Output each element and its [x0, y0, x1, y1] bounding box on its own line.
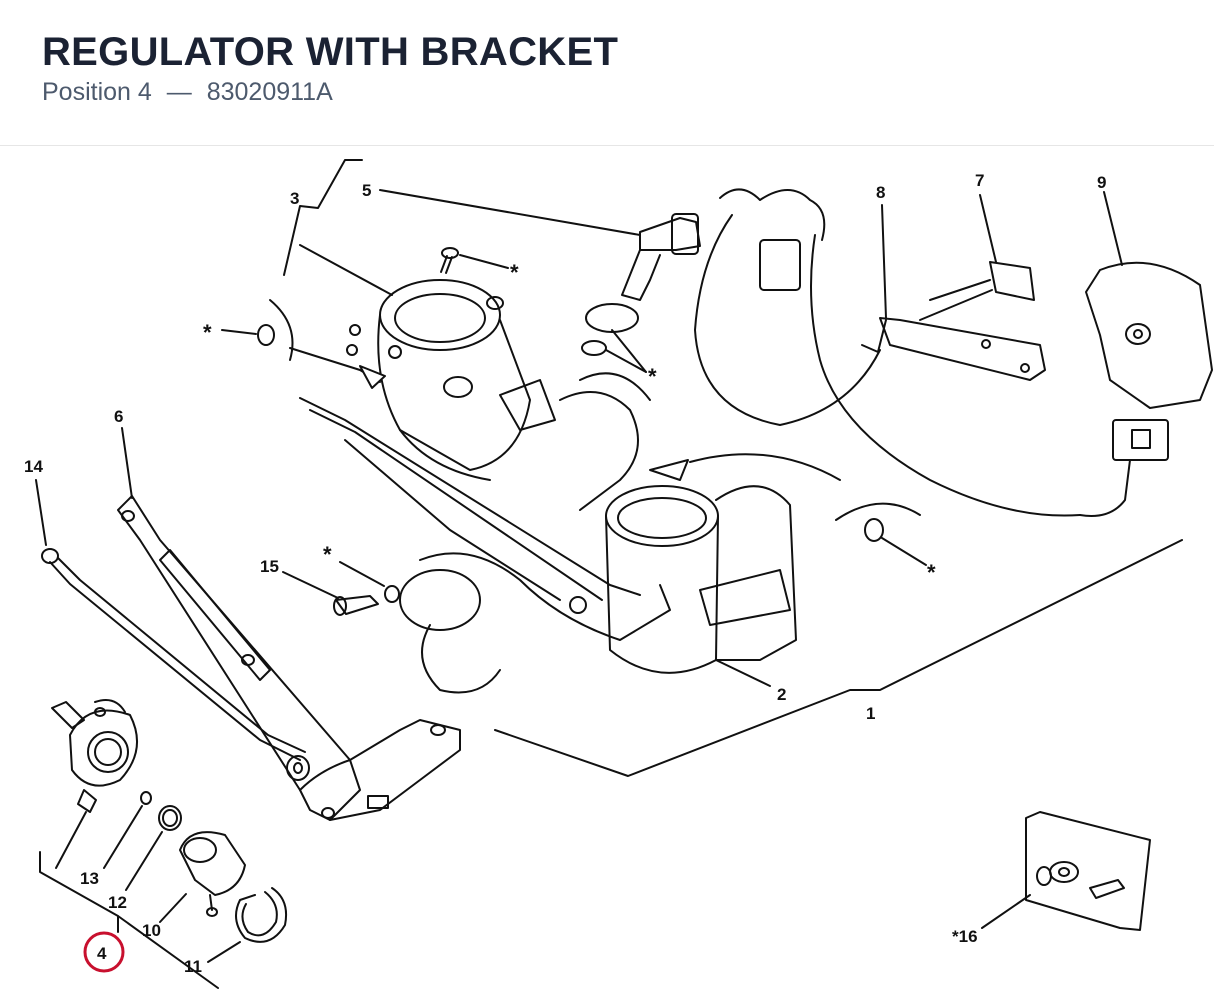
callout-11: 11 [184, 957, 202, 976]
oring-left [221, 299, 386, 389]
oring-right [835, 502, 927, 566]
callout-5: 5 [362, 181, 371, 200]
callout-15: 15 [260, 557, 279, 576]
screw-top [440, 247, 509, 274]
callout-1: 1 [866, 704, 875, 723]
screw-15 [282, 561, 400, 616]
part-10-regulator [159, 831, 246, 923]
star-marker-injector: * [648, 364, 657, 389]
sensor-7 [919, 194, 1035, 321]
part-number: 83020911A [206, 78, 333, 106]
page-header: REGULATOR WITH BRACKET Position 4 — 8302… [0, 0, 1214, 146]
page-title: REGULATOR WITH BRACKET [42, 30, 619, 74]
callout-8: 8 [876, 183, 885, 202]
fuel-hoses [559, 372, 651, 511]
part-11-circlip [207, 887, 288, 963]
callout-4: 4 [97, 944, 107, 963]
rod-14 [35, 479, 310, 781]
highlight-circle-icon [83, 931, 125, 973]
kit-16 [981, 811, 1151, 931]
sensor-9 [1085, 191, 1213, 409]
separator: — [166, 78, 192, 106]
star-marker-15: * [323, 542, 332, 567]
star-marker-right: * [927, 560, 936, 585]
star-marker-left: * [203, 320, 212, 345]
throttle-body-left [346, 279, 556, 481]
callout-2: 2 [777, 685, 786, 704]
callout-14: 14 [24, 457, 43, 476]
injector-5 [379, 189, 701, 373]
callout-3: 3 [290, 189, 299, 208]
leader-2 [715, 659, 771, 687]
group-bracket-4 [39, 811, 219, 989]
callout-9: 9 [1097, 173, 1106, 192]
linkage-rods [299, 397, 671, 694]
callout-13: 13 [80, 869, 99, 888]
star-marker-screw: * [510, 260, 519, 285]
part-12-ring [125, 805, 182, 891]
wiring-harness [694, 188, 1169, 517]
part-13-ring [103, 791, 152, 869]
page-subtitle: Position 4 — 83020911A [42, 78, 333, 107]
bar-6 [117, 427, 461, 821]
exploded-parts-diagram: 1 2 3 4 5 6 7 8 9 10 11 12 13 14 15 *16 … [24, 159, 1213, 989]
throttle-body-right [605, 453, 841, 674]
callout-12: 12 [108, 893, 127, 912]
callout-16: *16 [952, 927, 978, 946]
position-label: Position 4 [42, 78, 152, 106]
group-bracket-1 [494, 539, 1183, 777]
callout-10: 10 [142, 921, 161, 940]
regulator-housing [51, 699, 138, 813]
bracket-8 [861, 204, 1046, 381]
callout-6: 6 [114, 407, 123, 426]
callout-7: 7 [975, 171, 984, 190]
group-bracket-3 [283, 159, 393, 296]
